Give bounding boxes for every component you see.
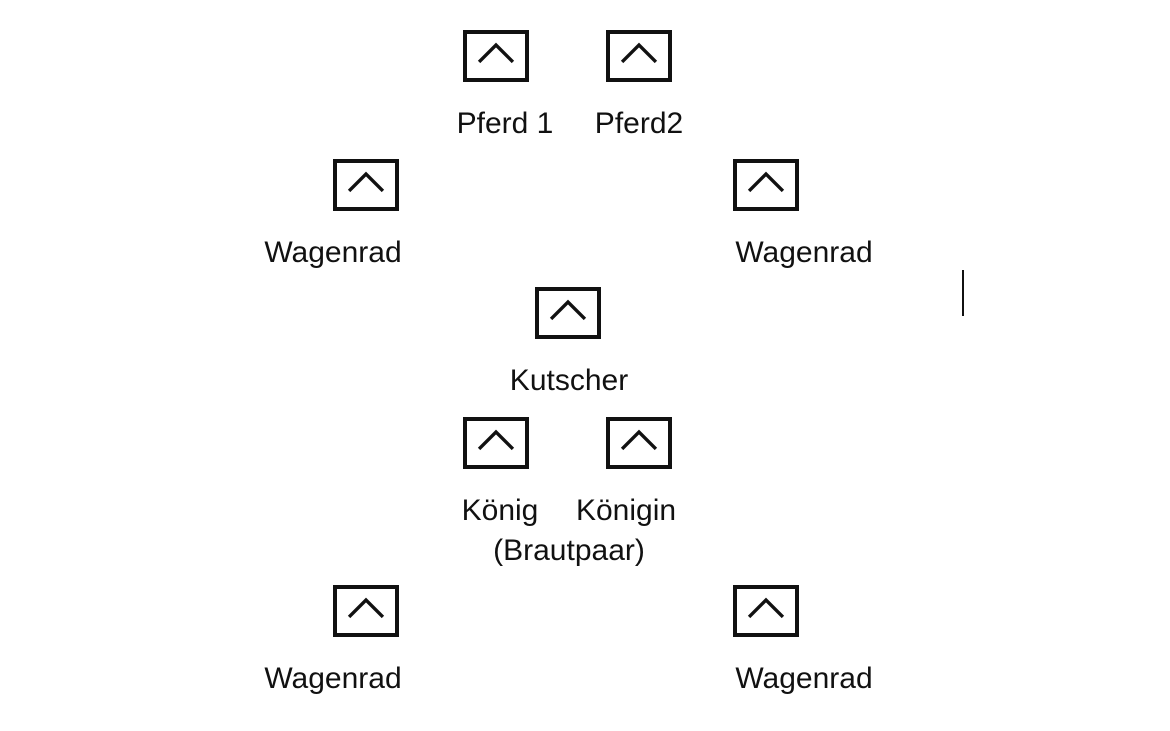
caret-up-box-icon (333, 585, 399, 637)
caret-up-box-icon (463, 30, 529, 82)
label-brautpaar: (Brautpaar) (493, 534, 645, 567)
caret-up-box-icon (606, 417, 672, 469)
caret-up-box-icon (733, 585, 799, 637)
caret-up-box-icon (606, 30, 672, 82)
label-wagenrad-bottom-right: Wagenrad (735, 662, 873, 695)
text-cursor (962, 270, 964, 316)
caret-up-box-icon (463, 417, 529, 469)
label-pferd-1: Pferd 1 (456, 107, 554, 140)
label-koenigin: Königin (575, 494, 677, 527)
caret-up-box-icon (535, 287, 601, 339)
caret-up-box-icon (733, 159, 799, 211)
label-wagenrad-bottom-left: Wagenrad (264, 662, 402, 695)
label-koenig: König (461, 494, 539, 527)
label-pferd-2: Pferd2 (594, 107, 684, 140)
label-kutscher: Kutscher (509, 364, 629, 397)
label-wagenrad-top-right: Wagenrad (735, 236, 873, 269)
label-wagenrad-top-left: Wagenrad (264, 236, 402, 269)
caret-up-box-icon (333, 159, 399, 211)
